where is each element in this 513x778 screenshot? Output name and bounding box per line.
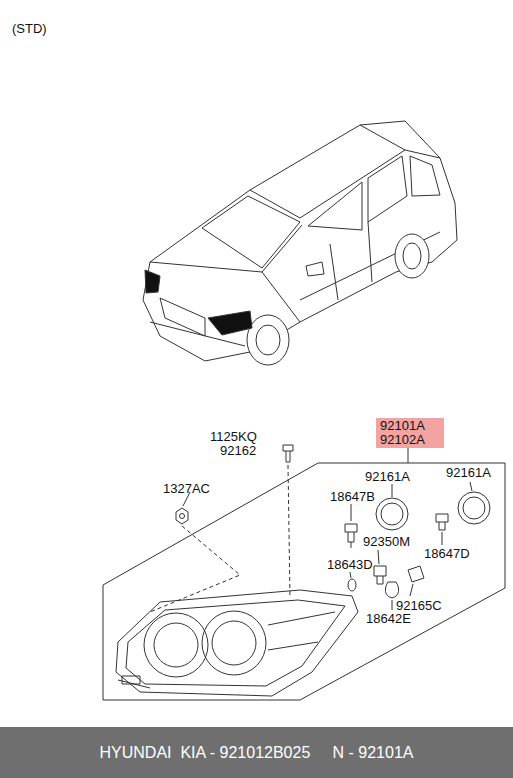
part-number: 92161A (446, 466, 491, 480)
bulb (374, 566, 386, 584)
bulb-cap (376, 498, 408, 530)
highlight-box: 92101A92102A (376, 418, 444, 448)
part-number: 92162 (220, 444, 256, 458)
socket (408, 566, 424, 582)
variant-note: (STD) (12, 22, 47, 36)
nut (176, 508, 188, 524)
highlighted-headlamp (145, 270, 252, 335)
part-number: 92350M (363, 535, 410, 549)
part-number: 1327AC (163, 482, 210, 496)
car-side-windows (308, 156, 440, 230)
part-number: 18647D (424, 547, 470, 561)
car-body (143, 121, 457, 361)
rear-wheel (395, 234, 429, 278)
part-number: 18647B (330, 490, 375, 504)
bulb (436, 514, 448, 530)
part-number: 18642E (366, 612, 411, 626)
part-number: 1125KQ (210, 430, 257, 444)
car-roof (250, 125, 440, 218)
leader-line (408, 447, 409, 463)
lens (202, 611, 266, 675)
car-hood (150, 225, 302, 322)
bulb (385, 582, 398, 598)
car-windshield (202, 196, 300, 268)
lens (144, 613, 208, 677)
part-reference: HYUNDAI KIA - 921012B025 N - 92101A (100, 743, 414, 763)
assembly-outline (103, 463, 505, 700)
part-number: 92161A (365, 470, 410, 484)
part-number: 18643D (327, 558, 373, 572)
car-mirror (306, 262, 324, 276)
grommet (348, 579, 356, 591)
bulb (345, 524, 357, 548)
part-number: 92101A (380, 419, 440, 433)
part-number: 92102A (380, 433, 440, 447)
car-door-lines (300, 222, 440, 300)
front-wheel (247, 315, 289, 365)
part-bar: HYUNDAI KIA - 921012B025 N - 92101A (0, 727, 513, 778)
bulb-cap (458, 492, 490, 524)
part-number: 92165C (396, 599, 442, 613)
bolt (283, 445, 293, 462)
headlamp-housing (116, 590, 358, 696)
